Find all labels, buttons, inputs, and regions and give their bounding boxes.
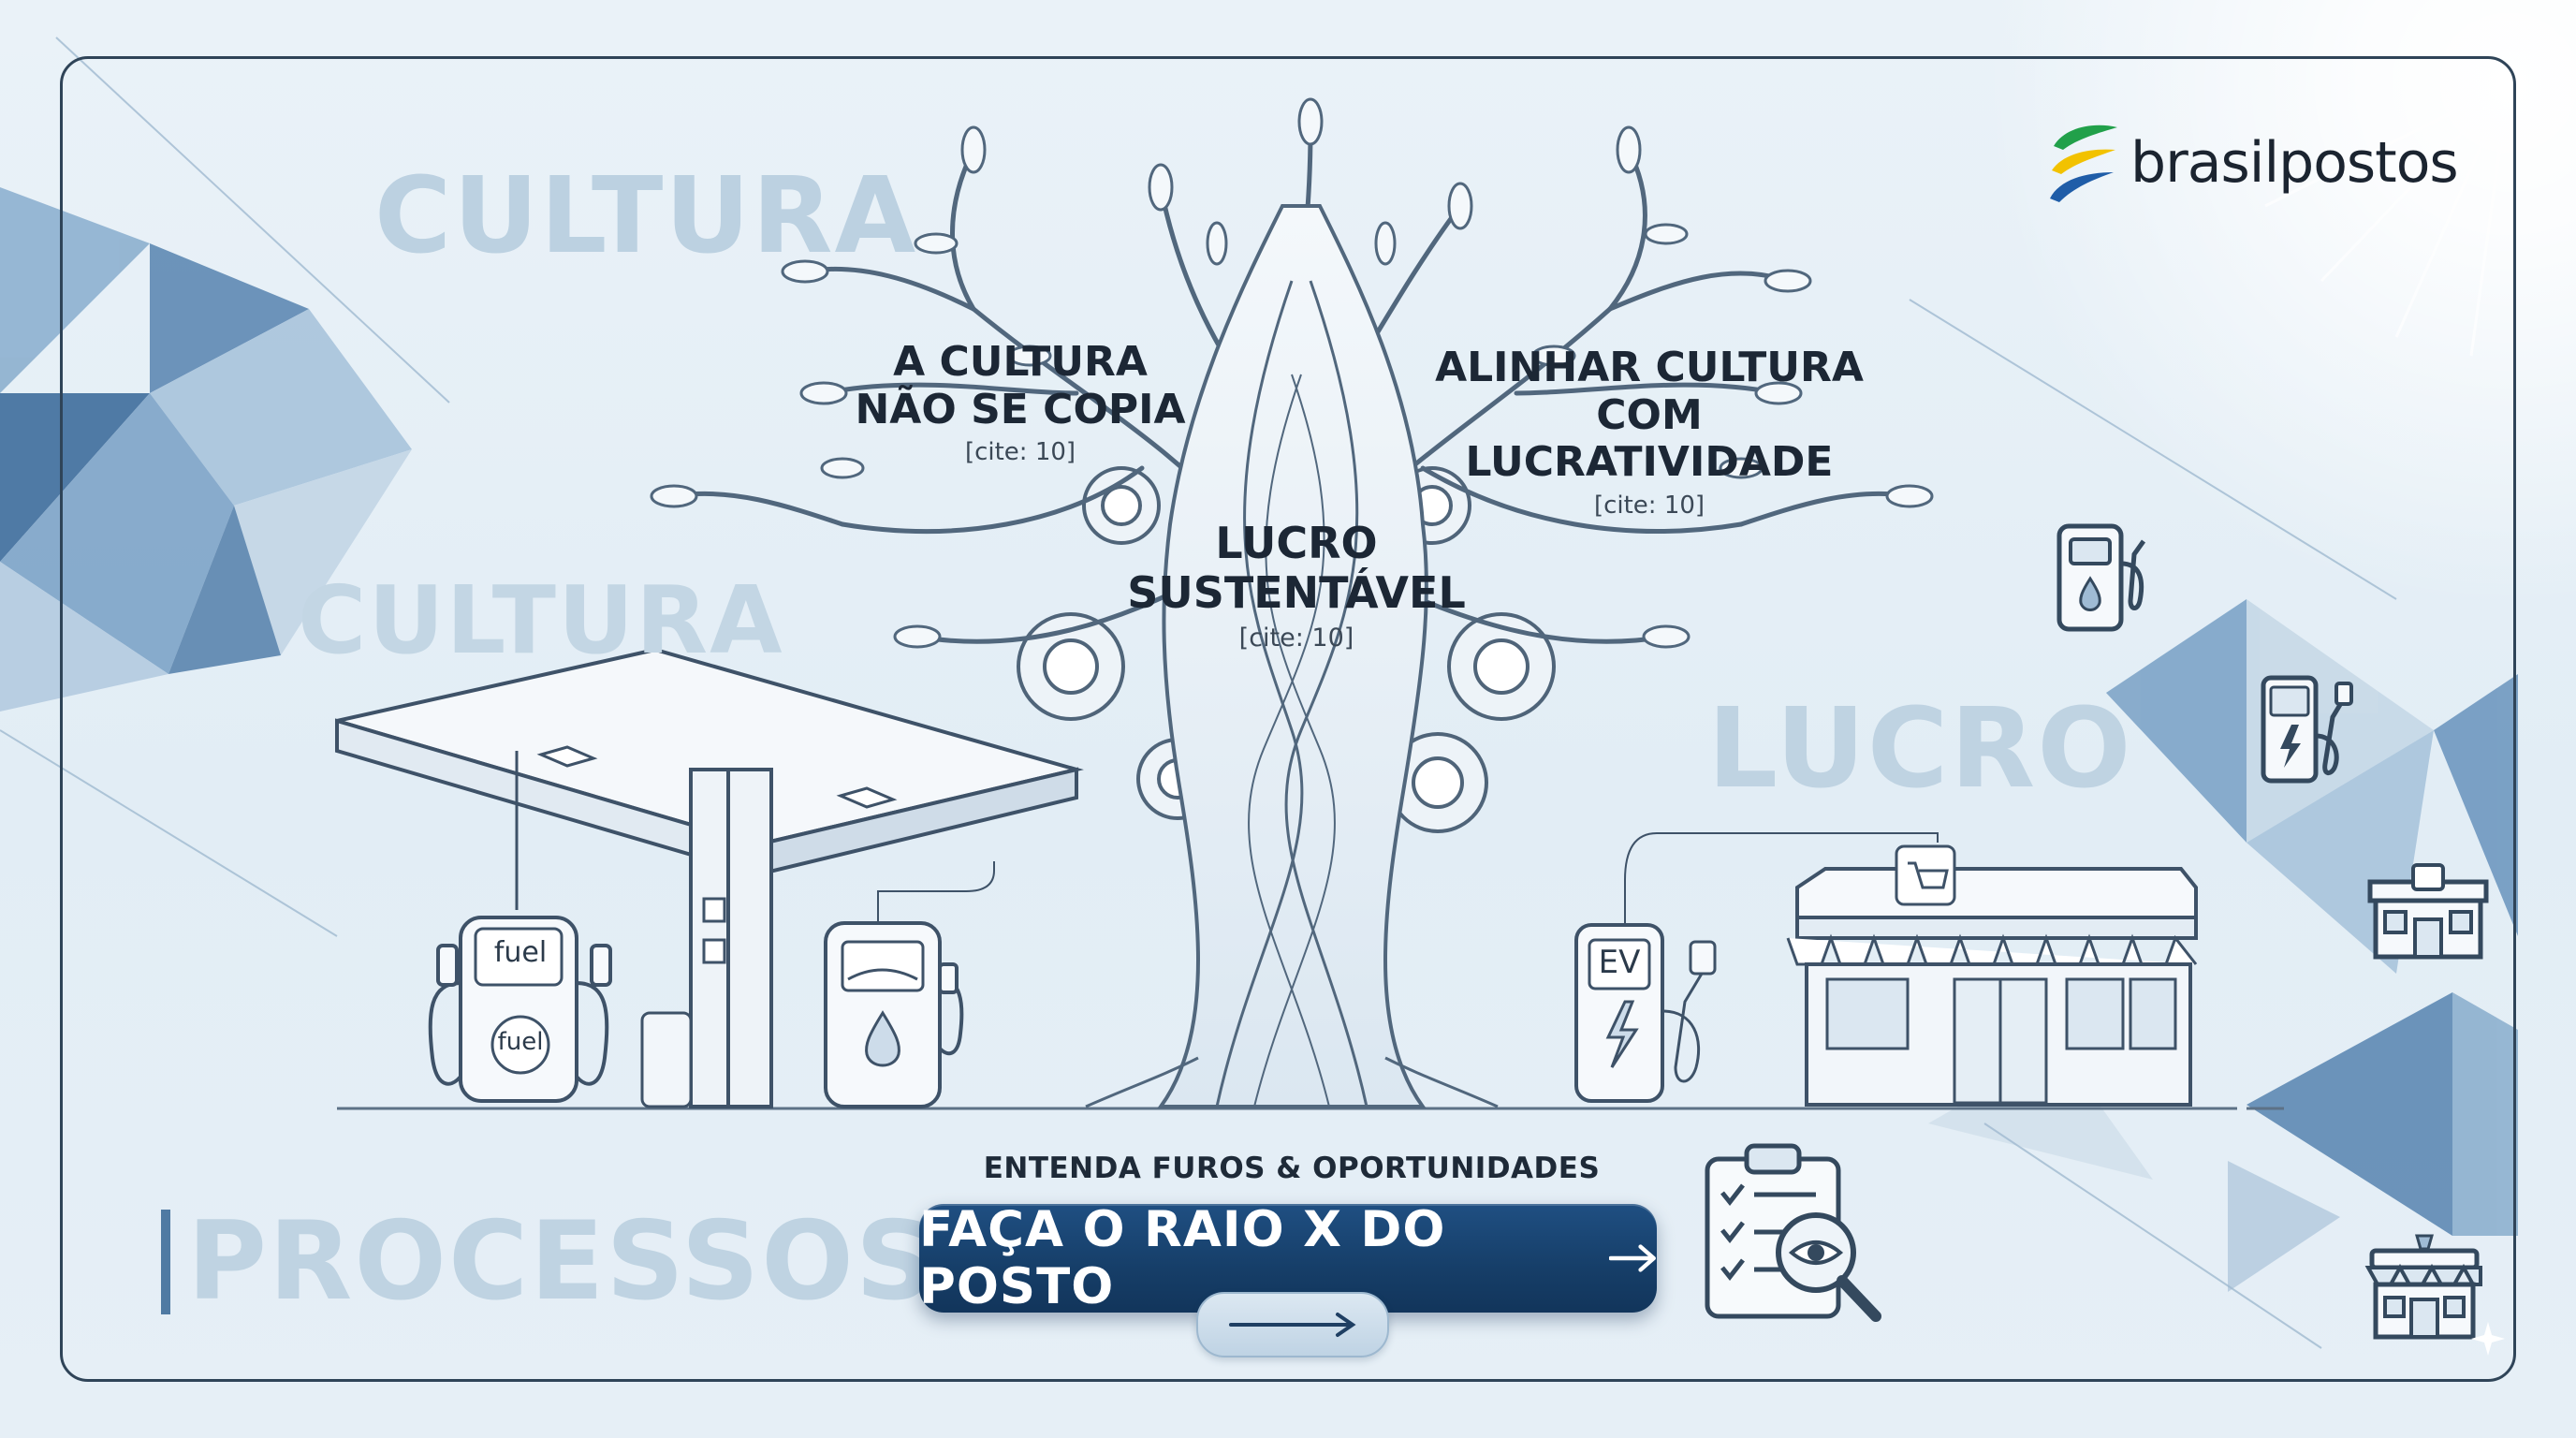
tree-trunk-art (1085, 204, 1499, 1108)
tree-leaves-art (650, 97, 1934, 649)
store-art (1786, 844, 2198, 1107)
brand-logo[interactable]: brasilpostos (2046, 120, 2459, 206)
arrow-right-icon (1608, 1244, 1656, 1272)
pump-fuel-label-bottom: fuel (497, 1028, 544, 1056)
fuel-pump-icon (2050, 517, 2153, 642)
left-geometric-shapes (0, 187, 412, 712)
label-right-line2: COM LUCRATIVIDADE (1465, 390, 1834, 487)
background-word-processos: PROCESSOS (187, 1198, 936, 1325)
station-canopy (335, 647, 1084, 1108)
store-awning-icon (2359, 1232, 2490, 1348)
brand-name: brasilpostos (2130, 130, 2459, 196)
brand-mark-icon (2050, 125, 2117, 202)
ev-charger-label: EV (1598, 944, 1641, 981)
background-word-cultura-top: CULTURA (374, 155, 918, 277)
label-center-line1: LUCRO (1215, 518, 1378, 568)
cta-caption: ENTENDA FUROS & OPORTUNIDADES (983, 1152, 1601, 1185)
label-left-line1: A CULTURA (893, 338, 1148, 386)
store-icon (2363, 861, 2494, 968)
label-right-cite: [cite: 10] (1593, 491, 1705, 520)
pump-fuel-label-top: fuel (493, 936, 548, 969)
label-left-line2: NÃO SE COPIA (855, 385, 1186, 433)
checklist-magnifier-icon (1700, 1140, 1887, 1331)
long-arrow-right-icon (1229, 1313, 1356, 1337)
ev-charger-art (1574, 832, 1939, 1103)
label-left-cite: [cite: 10] (964, 438, 1076, 467)
label-alinhar-cultura: ALINHAR CULTURA COM LUCRATIVIDADE [cite:… (1406, 344, 1893, 521)
processos-accent-bar (161, 1210, 170, 1314)
content-frame (60, 56, 2516, 1382)
label-cultura-nao-se-copia: A CULTURA NÃO SE COPIA [cite: 10] (824, 338, 1217, 467)
label-right-line1: ALINHAR CULTURA (1435, 344, 1864, 391)
raio-x-button-label: FAÇA O RAIO X DO POSTO (919, 1201, 1446, 1315)
sun-rays (2264, 82, 2510, 357)
ev-charger-icon (2256, 670, 2359, 796)
background-word-cultura-left: CULTURA (298, 565, 784, 675)
fuel-pump-drop-art (824, 861, 995, 1108)
label-lucro-sustentavel: LUCRO SUSTENTÁVEL [cite: 10] (1123, 519, 1470, 653)
background-word-lucro: LUCRO (1707, 683, 2133, 813)
label-center-line2: SUSTENTÁVEL (1127, 566, 1466, 618)
fuel-pump-left-art (428, 916, 612, 1103)
secondary-arrow-button[interactable] (1196, 1292, 1389, 1357)
label-center-cite: [cite: 10] (1238, 623, 1354, 653)
sparkle-icon (2471, 1322, 2505, 1356)
